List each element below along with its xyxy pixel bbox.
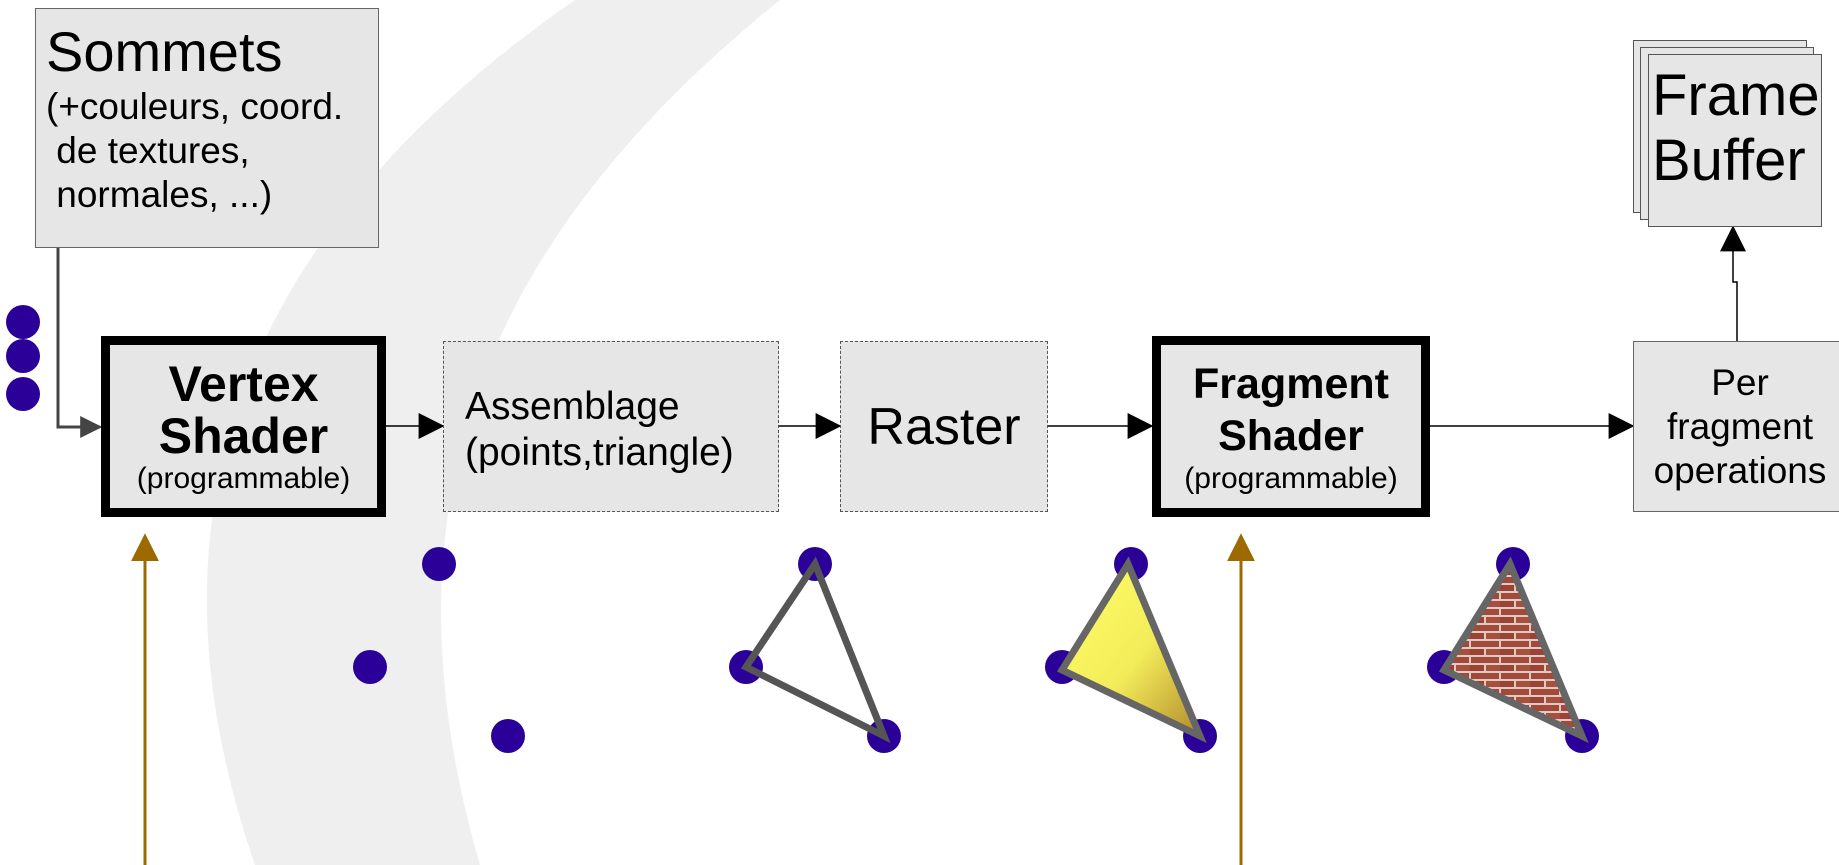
- sommets-title: Sommets: [46, 20, 283, 83]
- raster-label: Raster: [867, 397, 1021, 456]
- framebuffer-box: Frame Buffer: [1648, 54, 1822, 227]
- vertex-shader-title-line2: Shader: [158, 407, 329, 464]
- vertex-dot: [6, 377, 40, 411]
- assembled-triangle: [729, 547, 901, 753]
- vertex-shader-subtitle: (programmable): [136, 461, 351, 495]
- assemblage-line2: (points,triangle): [465, 430, 734, 474]
- fragment-shader-box: Fragment Shader (programmable): [1152, 336, 1430, 517]
- framebuffer-line2: Buffer: [1652, 128, 1806, 193]
- per-fragment-line2: fragment: [1666, 405, 1813, 447]
- raster-box: Raster: [840, 341, 1048, 512]
- arrow-perfragment-to-framebuffer: [1720, 225, 1746, 341]
- assemblage-line1: Assemblage: [465, 384, 680, 428]
- textured-triangle: [1427, 547, 1599, 753]
- transformed-vertices: [353, 547, 525, 753]
- fragment-shader-subtitle: (programmable): [1184, 461, 1398, 495]
- fragment-shader-title-line1: Fragment: [1193, 359, 1389, 408]
- vertex-dot: [353, 650, 387, 684]
- fragment-shader-title-line2: Shader: [1218, 411, 1364, 460]
- per-fragment-operations-box: Per fragment operations: [1633, 341, 1839, 512]
- vertex-dot: [491, 719, 525, 753]
- vertex-shader-box: Vertex Shader (programmable): [101, 336, 386, 517]
- framebuffer-line1: Frame: [1652, 63, 1820, 128]
- input-vertices: [6, 305, 40, 411]
- per-fragment-line1: Per: [1711, 361, 1769, 403]
- assemblage-box: Assemblage (points,triangle): [443, 341, 779, 512]
- rasterized-triangle: [1045, 547, 1217, 753]
- arrow-sommets-to-vertex: [56, 248, 103, 438]
- vertex-dot: [422, 547, 456, 581]
- sommets-box: Sommets (+couleurs, coord. de textures, …: [35, 8, 379, 248]
- sommets-detail: (+couleurs, coord. de textures, normales…: [46, 86, 344, 215]
- per-fragment-line3: operations: [1653, 449, 1827, 491]
- vertex-shader-title-line1: Vertex: [168, 355, 319, 412]
- vertex-dot: [6, 339, 40, 373]
- vertex-dot: [6, 305, 40, 339]
